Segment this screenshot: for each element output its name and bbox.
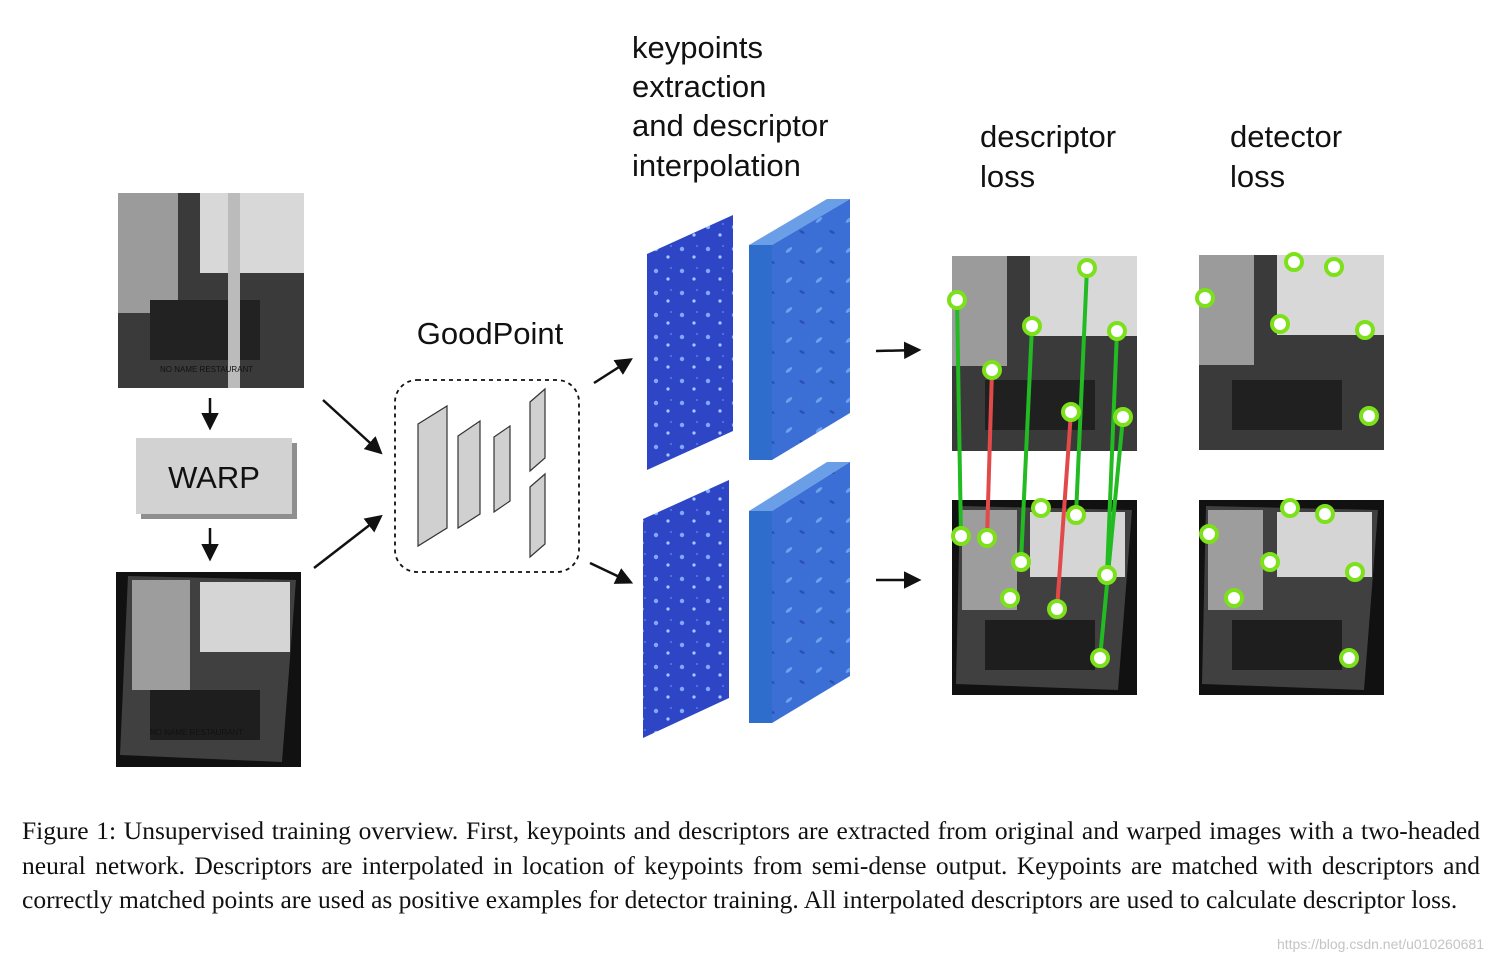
keypoint-marker [1199, 524, 1219, 544]
keypoint-marker [1224, 588, 1244, 608]
figure-caption: Figure 1: Unsupervised training overview… [22, 816, 1480, 914]
detector-loss-image-top [1199, 255, 1384, 450]
keypoint-heatmap-bottom [643, 480, 729, 738]
conv-layer-3 [493, 424, 511, 514]
match-lines [955, 267, 1125, 659]
keypoint-marker [1355, 320, 1375, 340]
keypoint-marker [1280, 498, 1300, 518]
svg-text:NO NAME RESTAURANT: NO NAME RESTAURANT [160, 365, 253, 374]
warp-box: WARP [136, 438, 297, 519]
keypoint-marker [1097, 565, 1117, 585]
detector-loss-keypoints [1195, 252, 1379, 668]
match-line-wrong [1055, 411, 1073, 610]
keypoint-marker [1022, 316, 1042, 336]
extraction-label-line4: interpolation [632, 148, 801, 183]
keypoint-marker [1339, 648, 1359, 668]
keypoint-marker [1011, 552, 1031, 572]
keypoint-marker [1031, 498, 1051, 518]
svg-text:NO NAME RESTAURANT: NO NAME RESTAURANT [150, 728, 243, 737]
keypoint-marker [1315, 504, 1335, 524]
keypoint-marker [947, 290, 967, 310]
watermark: https://blog.csdn.net/u010260681 [1276, 936, 1484, 952]
training-overview-diagram: NO NAME RESTAURANT WARP NO NAME RESTAURA… [116, 30, 1384, 767]
extraction-label-line3: and descriptor [632, 108, 828, 143]
keypoint-marker [1107, 321, 1127, 341]
arrow-warped-to-network [313, 514, 383, 569]
keypoint-marker [1284, 252, 1304, 272]
keypoint-heatmap-top [647, 215, 733, 470]
match-line-wrong [985, 369, 994, 539]
network-label: GoodPoint [417, 316, 564, 351]
warp-label: WARP [168, 460, 260, 495]
match-line-correct [1019, 325, 1034, 563]
extraction-label-line1: keypoints [632, 30, 763, 65]
match-line-correct [1074, 267, 1089, 516]
keypoint-marker [1000, 588, 1020, 608]
arrow-network-to-top-maps [593, 358, 633, 385]
keypoint-marker [1270, 314, 1290, 334]
descriptor-head-layer [529, 472, 546, 559]
keypoint-marker [1260, 552, 1280, 572]
network-box [394, 379, 580, 573]
keypoint-marker [977, 528, 997, 548]
match-line-correct [1105, 330, 1119, 576]
descriptor-block-bottom [749, 462, 850, 723]
arrow-network-to-bottom-maps [589, 561, 634, 584]
original-image: NO NAME RESTAURANT [118, 193, 304, 388]
warped-image: NO NAME RESTAURANT [116, 572, 301, 767]
keypoint-marker [1359, 406, 1379, 426]
extraction-label-line2: extraction [632, 69, 766, 104]
keypoint-marker [1113, 407, 1133, 427]
detector-loss-label-line2: loss [1230, 159, 1285, 194]
descriptor-loss-keypoints [947, 258, 1133, 668]
keypoint-marker [1066, 505, 1086, 525]
descriptor-block-top [749, 199, 850, 460]
keypoint-marker [982, 360, 1002, 380]
keypoint-marker [1345, 562, 1365, 582]
match-line-correct [1098, 416, 1125, 659]
keypoint-marker [951, 526, 971, 546]
detector-head-layer [529, 387, 546, 473]
keypoint-marker [1324, 257, 1344, 277]
arrow-original-to-network [322, 399, 383, 455]
descriptor-loss-image-bottom [952, 500, 1137, 695]
keypoint-marker [1077, 258, 1097, 278]
descriptor-loss-image-top [952, 256, 1137, 451]
match-line-correct [955, 299, 963, 537]
keypoint-marker [1090, 648, 1110, 668]
keypoint-marker [1195, 288, 1215, 308]
conv-layer-1 [417, 404, 448, 548]
conv-layer-2 [457, 419, 481, 530]
arrow-to-descriptor-loss-top [875, 341, 922, 360]
descriptor-loss-label-line2: loss [980, 159, 1035, 194]
detector-loss-label-line1: detector [1230, 119, 1342, 154]
keypoint-marker [1061, 402, 1081, 422]
keypoint-marker [1047, 599, 1067, 619]
descriptor-loss-label-line1: descriptor [980, 119, 1116, 154]
